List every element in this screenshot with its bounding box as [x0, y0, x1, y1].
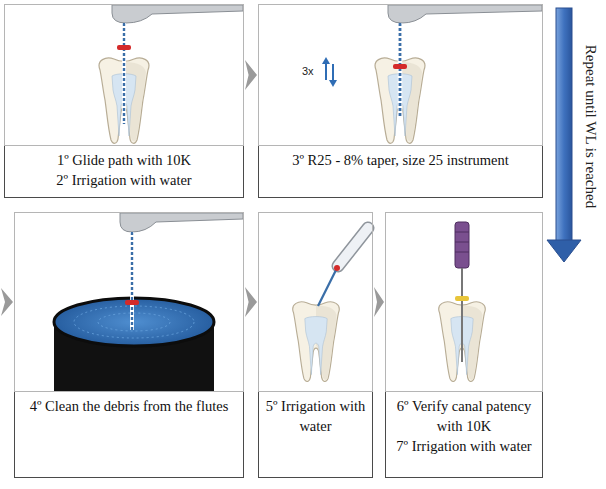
- repeat-note: Repeat until WL is reached: [582, 2, 599, 252]
- file: [399, 23, 402, 118]
- rubber-stop: [125, 300, 139, 305]
- caption-cell: 6º Verify canal patency with 10K7º Irrig…: [385, 392, 543, 478]
- step-caption: 1º Glide path with 10K: [10, 150, 238, 170]
- step-picture-frame: [258, 4, 543, 146]
- handpiece: [388, 5, 542, 23]
- repeat-count: 3x: [302, 65, 314, 77]
- step-picture-frame: [4, 4, 244, 146]
- flow-chevron: [374, 287, 384, 317]
- step-caption: 7º Irrigation with water: [391, 436, 537, 456]
- hand-file: [455, 222, 469, 362]
- step-picture-frame: [385, 212, 543, 392]
- step-panel: 1º Glide path with 10K2º Irrigation with…: [4, 4, 244, 198]
- step-panel: 3º R25 - 8% taper, size 25 instrument: [258, 4, 543, 198]
- step-picture-frame: [14, 212, 244, 392]
- tooth: [293, 302, 339, 382]
- repeat-arrow: [547, 8, 581, 262]
- handpiece: [120, 213, 243, 232]
- step-picture-frame: [258, 212, 373, 392]
- caption-cell: 4º Clean the debris from the flutes: [14, 392, 244, 478]
- step-caption: 4º Clean the debris from the flutes: [20, 396, 238, 416]
- step-caption: 6º Verify canal patency with 10K: [391, 396, 537, 436]
- rubber-stop: [117, 45, 131, 50]
- step-panel: 4º Clean the debris from the flutes: [14, 212, 244, 478]
- file: [131, 232, 133, 330]
- flow-chevron: [245, 287, 257, 317]
- step-caption: 3º R25 - 8% taper, size 25 instrument: [264, 150, 537, 170]
- file: [122, 23, 126, 124]
- flow-chevron: [245, 60, 257, 90]
- caption-cell: 5º Irrigation with water: [258, 392, 373, 478]
- caption-cell: 1º Glide path with 10K2º Irrigation with…: [4, 146, 244, 198]
- flow-chevron: [374, 287, 384, 317]
- file: [123, 23, 125, 124]
- step-caption: 2º Irrigation with water: [10, 170, 238, 190]
- handpiece: [112, 5, 243, 23]
- flow-chevron: [245, 60, 257, 90]
- flow-chevron: [245, 287, 257, 317]
- step-panel: 6º Verify canal patency with 10K7º Irrig…: [385, 212, 543, 478]
- caption-cell: 3º R25 - 8% taper, size 25 instrument: [258, 146, 543, 198]
- file: [130, 232, 134, 330]
- flow-chevron: [1, 288, 13, 316]
- rubber-stop: [393, 64, 407, 69]
- step-caption: 5º Irrigation with water: [264, 396, 367, 436]
- file: [398, 23, 403, 118]
- up-down-arrows: [322, 57, 337, 87]
- step-panel: 5º Irrigation with water: [258, 212, 373, 478]
- syringe: [318, 228, 368, 306]
